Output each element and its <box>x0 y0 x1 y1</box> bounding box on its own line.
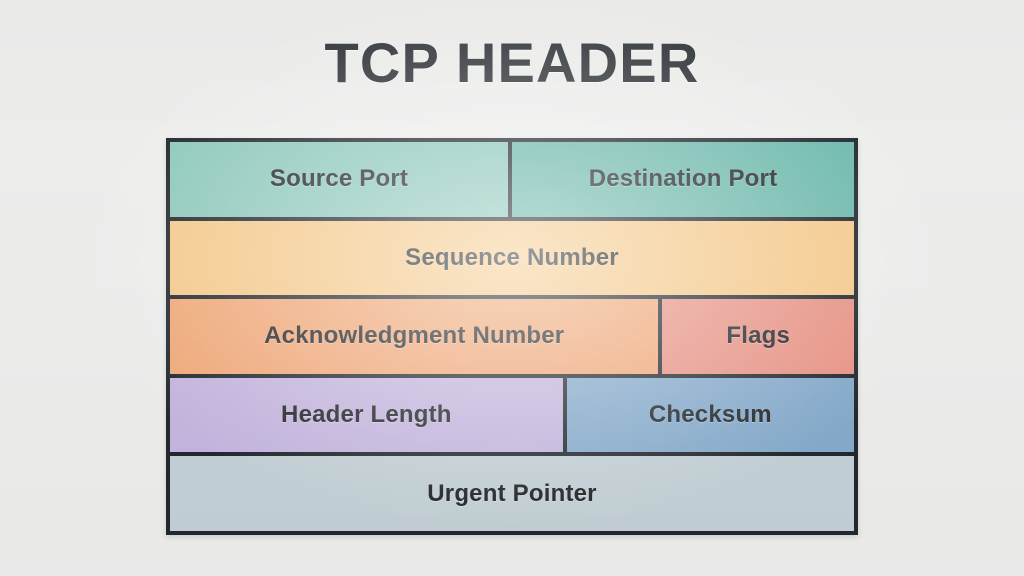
header-length-row: Header Length Checksum <box>170 377 854 457</box>
field-label: Urgent Pointer <box>427 479 597 507</box>
field-sequence-number[interactable]: Sequence Number <box>170 220 854 296</box>
field-label: Acknowledgment Number <box>264 322 565 350</box>
field-destination-port[interactable]: Destination Port <box>512 142 854 217</box>
field-source-port[interactable]: Source Port <box>170 142 512 217</box>
field-label: Checksum <box>648 401 772 429</box>
field-urgent-pointer[interactable]: Urgent Pointer <box>170 456 854 531</box>
ports-row: Source Port Destination Port <box>170 142 854 221</box>
field-acknowledgment-number[interactable]: Acknowledgment Number <box>170 299 663 374</box>
urgent-pointer-row: Urgent Pointer <box>170 456 854 531</box>
field-header-length[interactable]: Header Length <box>170 377 567 453</box>
page-title: TCP HEADER <box>324 31 700 94</box>
acknowledgment-row: Acknowledgment Number Flags <box>170 299 854 378</box>
field-label: Flags <box>726 322 791 350</box>
field-label: Sequence Number <box>405 243 619 271</box>
field-checksum[interactable]: Checksum <box>566 377 854 453</box>
field-flags[interactable]: Flags <box>662 299 854 374</box>
field-label: Header Length <box>281 401 452 429</box>
field-label: Source Port <box>269 165 409 193</box>
sequence-row: Sequence Number <box>170 220 854 300</box>
field-label: Destination Port <box>588 165 778 193</box>
